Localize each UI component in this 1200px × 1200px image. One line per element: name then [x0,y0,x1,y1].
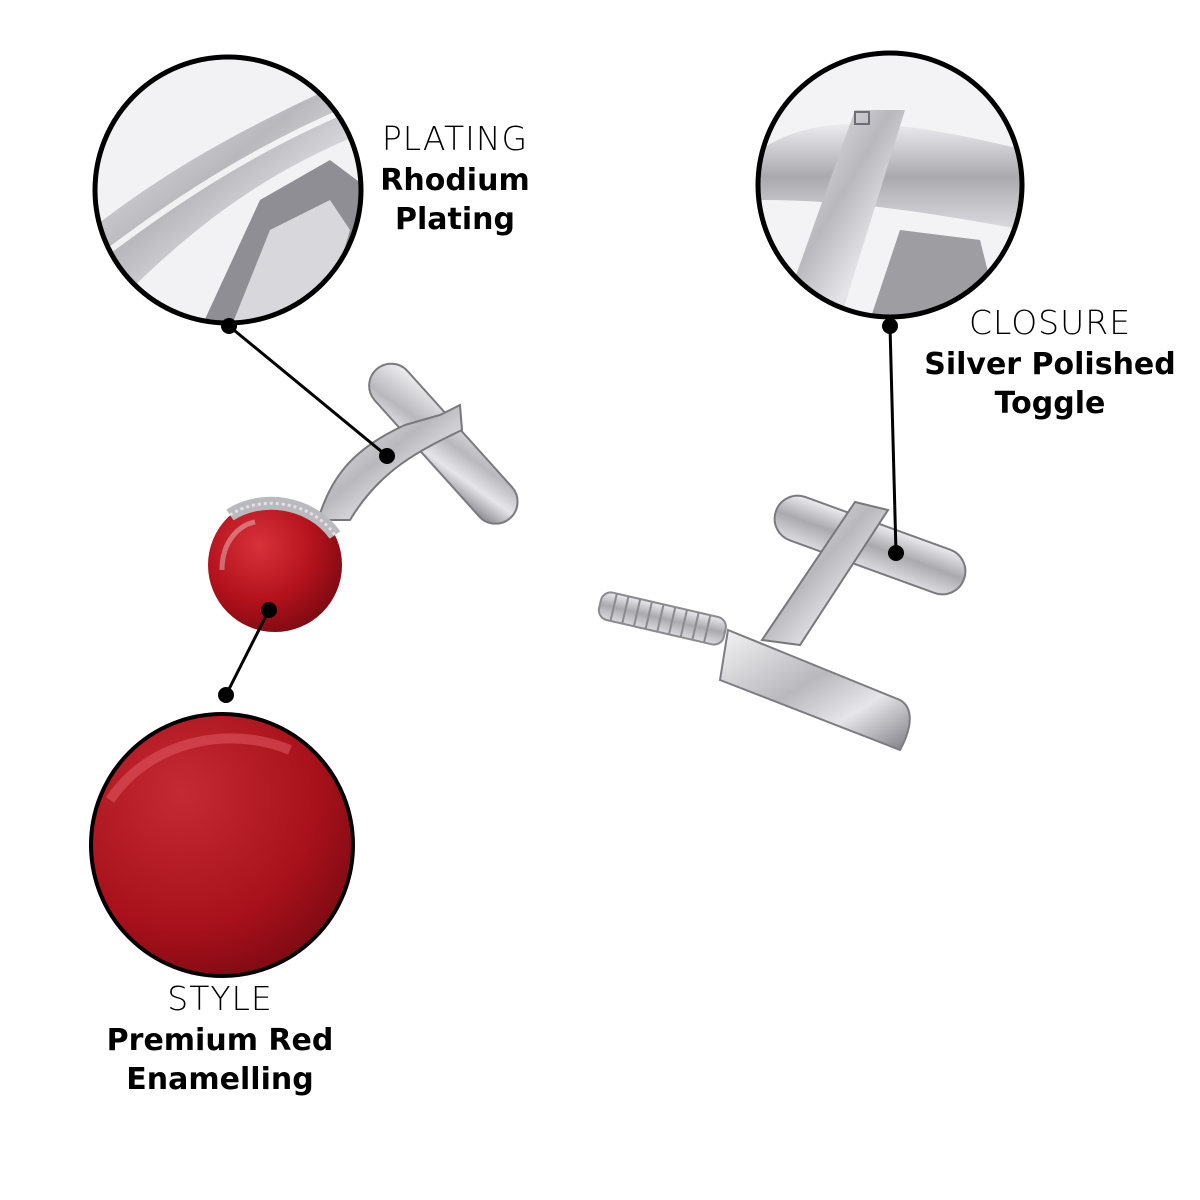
closure-value-line-1: Silver Polished [924,346,1176,382]
plating-zoom-circle [92,54,364,326]
plating-callout-line [221,318,395,464]
closure-heading: CLOSURE [968,303,1132,342]
style-value-line-1: Premium Red [106,1022,334,1058]
closure-callout-dot-bottom [888,545,904,561]
closure-value-line-2: Toggle [994,385,1106,421]
cricket-bat-cufflink [597,494,967,752]
plating-callout-dot-bottom [379,448,395,464]
style-heading: STYLE [167,979,273,1018]
style-callout-dot-top [261,602,277,618]
style-zoom-circle [89,712,355,978]
cricket-ball-cufflink [208,362,519,632]
closure-zoom-circle [755,50,1025,320]
plating-feature-label: PLATING Rhodium Plating [345,118,565,239]
plating-value-line-1: Rhodium [380,162,530,198]
style-callout-line [218,602,277,703]
style-feature-label: STYLE Premium Red Enamelling [85,978,355,1099]
closure-callout-line [882,318,904,561]
closure-feature-label: CLOSURE Silver Polished Toggle [905,302,1195,423]
style-value-line-2: Enamelling [126,1061,314,1097]
closure-callout-dot-top [882,318,898,334]
plating-heading: PLATING [381,119,529,158]
plating-value-line-2: Plating [395,201,515,237]
plating-callout-dot-top [221,318,237,334]
style-callout-dot-bottom [218,687,234,703]
